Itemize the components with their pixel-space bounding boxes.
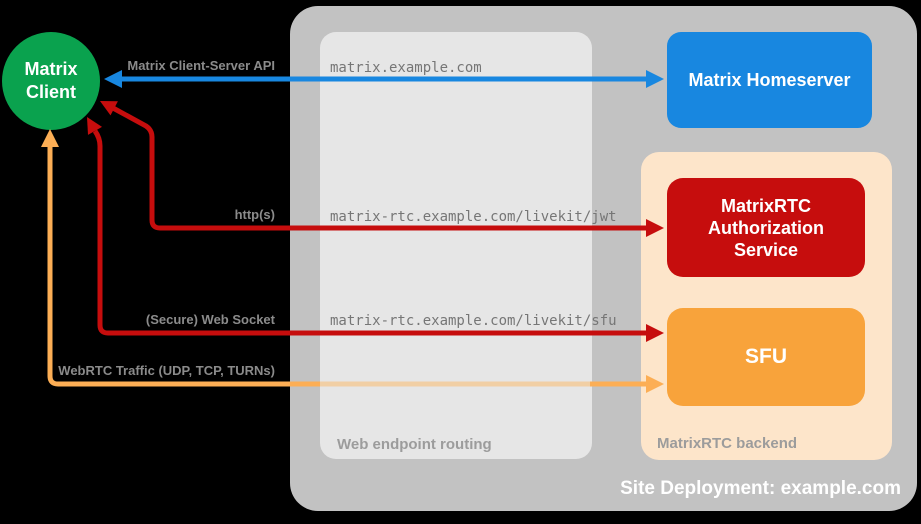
web-endpoint-routing-box: matrix.example.com matrix-rtc.example.co… — [320, 32, 617, 459]
site-deployment-label: Site Deployment: example.com — [620, 478, 901, 499]
webrtc-arrow-label: WebRTC Traffic (UDP, TCP, TURNs) — [58, 363, 275, 378]
websocket-arrow-label: (Secure) Web Socket — [145, 312, 275, 327]
websocket-arrowhead-left — [87, 117, 102, 135]
web-endpoint-routing-label: Web endpoint routing — [337, 436, 492, 453]
matrix-client-label-line2: Client — [25, 82, 76, 102]
webrtc-arrowhead-up — [41, 129, 59, 147]
https-arrow-label: http(s) — [234, 207, 275, 222]
sfu-label: SFU — [745, 345, 787, 368]
matrix-client-label-line1: Matrix — [24, 59, 78, 79]
matrix-client-node: Matrix Client — [2, 32, 100, 130]
matrix-homeserver-node: Matrix Homeserver — [667, 32, 872, 128]
endpoint-matrix: matrix.example.com — [330, 60, 482, 76]
client-server-api-arrow-label: Matrix Client-Server API — [127, 58, 275, 73]
auth-service-label-line2: Authorization — [708, 217, 824, 238]
matrixrtc-authorization-service-node: MatrixRTC Authorization Service — [667, 178, 865, 277]
matrixrtc-backend-label: MatrixRTC backend — [657, 435, 798, 452]
endpoint-livekit-jwt: matrix-rtc.example.com/livekit/jwt — [330, 209, 617, 225]
https-arrowhead-left — [100, 101, 118, 116]
sfu-node: SFU — [667, 308, 865, 406]
matrix-homeserver-label: Matrix Homeserver — [688, 69, 851, 90]
webrtc-arrow — [47, 146, 320, 387]
auth-service-label-line1: MatrixRTC — [720, 195, 811, 216]
endpoint-livekit-sfu: matrix-rtc.example.com/livekit/sfu — [330, 313, 617, 329]
auth-service-label-line3: Service — [733, 239, 799, 260]
client-server-api-arrowhead-left — [104, 70, 122, 88]
